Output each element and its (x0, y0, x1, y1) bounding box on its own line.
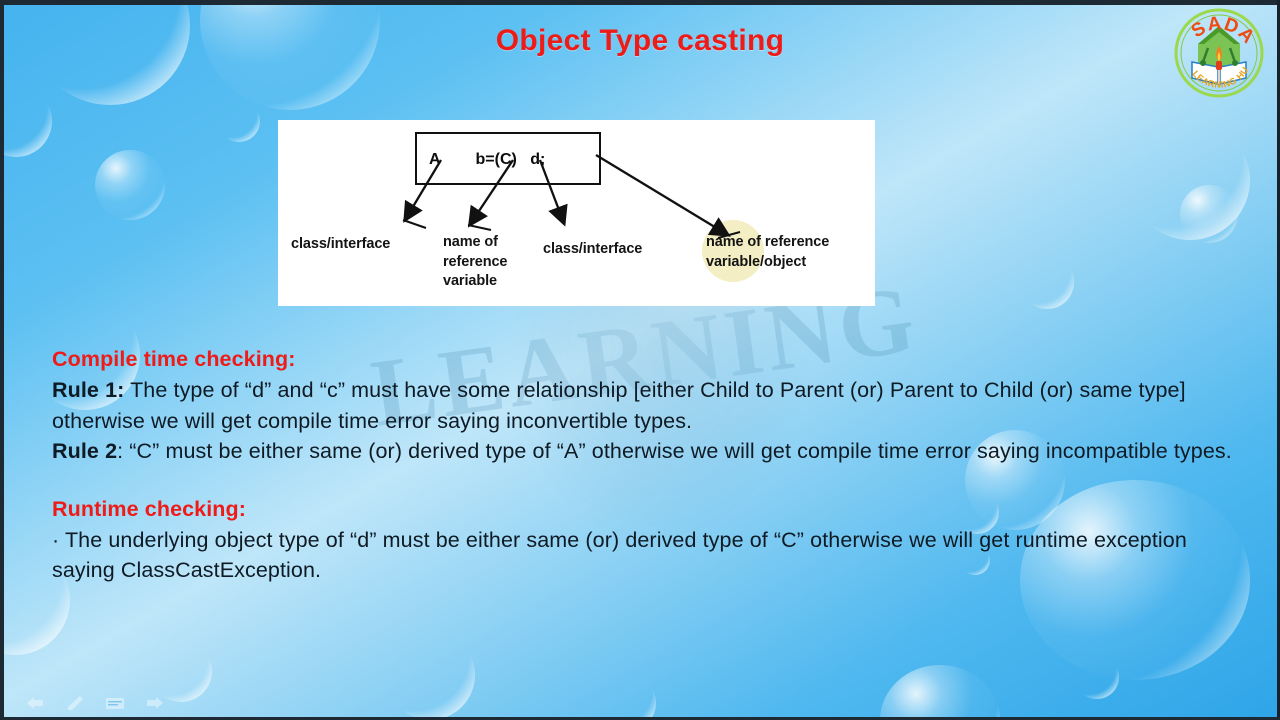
bubble-decor (1180, 185, 1238, 243)
next-arrow-icon[interactable] (144, 694, 166, 712)
paragraph-spacer (52, 467, 1232, 494)
rule-2-paragraph: Rule 2: “C” must be either same (or) der… (52, 436, 1232, 467)
diagram-label-line: variable (443, 273, 498, 290)
window-frame-top (0, 0, 1280, 5)
bubble-decor (1130, 120, 1250, 240)
diagram-arrows (402, 154, 741, 239)
diagram-label-line: name of (443, 234, 498, 250)
arrow-tail-2 (467, 224, 492, 231)
syntax-diagram: A b=(C) d; class/interface name of (278, 120, 875, 306)
window-frame-right (1277, 0, 1280, 720)
rule-2-text: : “C” must be either same (or) derived t… (117, 439, 1232, 463)
bubble-decor (95, 150, 165, 220)
sada-learning-hub-logo: SADA LEARNING HUB (1169, 0, 1266, 100)
bubble-decor (218, 100, 260, 142)
compile-time-heading: Compile time checking: (52, 347, 296, 371)
arrow-to-class-interface-2 (538, 159, 568, 227)
diagram-label-class-interface-2: class/interface (543, 241, 643, 257)
diagram-label-line: variable/object (706, 253, 807, 270)
arrow-to-class-interface-1 (403, 159, 442, 223)
bubble-decor (1020, 255, 1074, 309)
bubble-decor (880, 665, 1000, 720)
runtime-heading: Runtime checking: (52, 496, 247, 521)
bubble-decor (385, 630, 475, 720)
slideshow-toolbar[interactable] (24, 694, 166, 712)
code-box-text: A b=(C) d; (429, 151, 546, 168)
window-frame-left (0, 0, 4, 720)
rule-1-paragraph: Rule 1: The type of “d” and “c” must hav… (52, 375, 1232, 436)
slides-icon[interactable] (104, 694, 126, 712)
rule-1-tag: Rule 1: (52, 378, 125, 402)
logo-svg: SADA LEARNING HUB (1169, 0, 1264, 98)
runtime-rule-paragraph: · The underlying object type of “d” must… (52, 527, 1187, 583)
arrow-to-reference-object (595, 154, 731, 237)
bubble-decor (150, 640, 212, 702)
pen-icon[interactable] (64, 694, 86, 712)
diagram-label-line: reference (443, 253, 508, 270)
page-title: Object Type casting (495, 24, 785, 57)
previous-arrow-icon[interactable] (24, 694, 46, 712)
diagram-label-reference-variable: name of reference variable (443, 233, 508, 292)
arrow-tail-1 (402, 219, 427, 229)
diagram-label-reference-object: name of reference variable/object (706, 233, 829, 272)
arrow-to-reference-variable (467, 159, 514, 228)
bubble-decor (600, 675, 656, 720)
slide-body: Compile time checking: Rule 1: The type … (52, 344, 1232, 586)
rule-2-tag: Rule 2 (52, 439, 118, 463)
diagram-label-class-interface-1: class/interface (291, 236, 391, 252)
bubble-decor (1075, 655, 1119, 699)
bubble-decor (0, 85, 52, 157)
arrow-tail-4 (717, 231, 741, 239)
rule-1-text: The type of “d” and “c” must have some r… (52, 378, 1186, 433)
diagram-label-line: name of reference (706, 234, 830, 250)
